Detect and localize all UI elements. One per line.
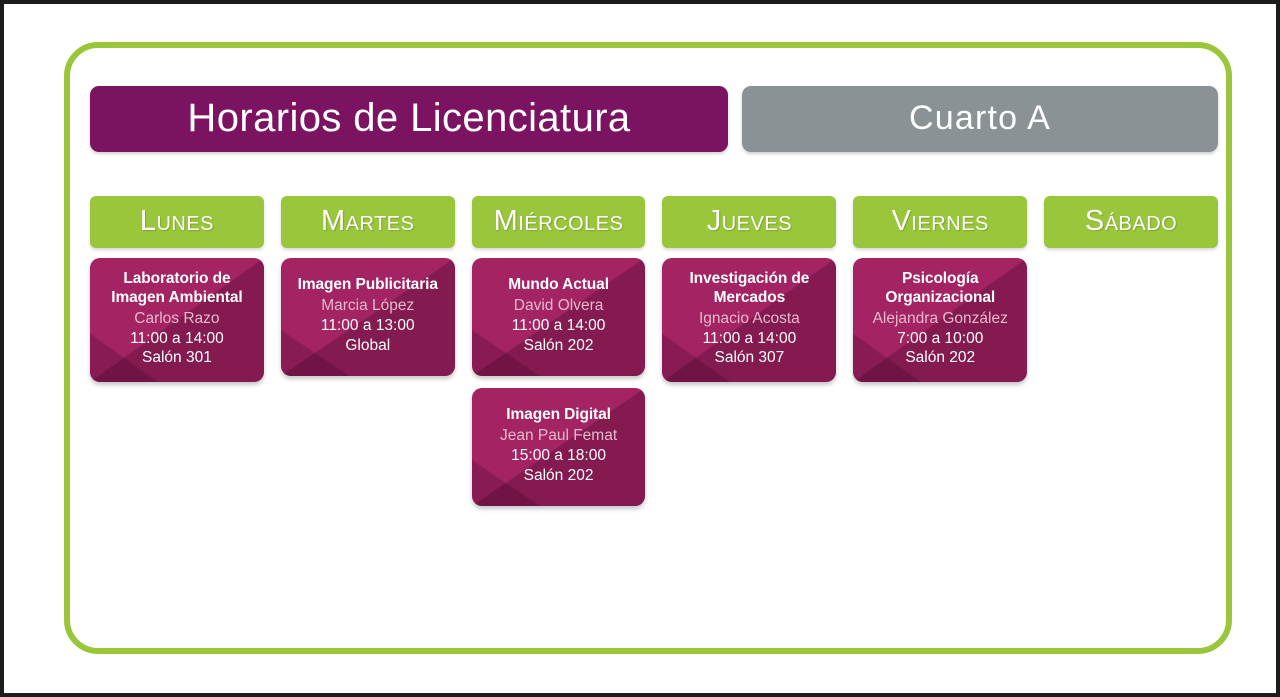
- class-room: Salón 202: [523, 336, 594, 354]
- day-column-sabado: Sábado: [1044, 196, 1218, 626]
- day-label: Lunes: [139, 204, 215, 237]
- class-room: Salón 202: [905, 349, 976, 367]
- page-title-pill: Horarios de Licenciatura: [90, 86, 728, 152]
- class-title: Mundo Actual: [508, 276, 609, 294]
- room-badge: Cuarto A: [742, 86, 1218, 152]
- class-title: Imagen Digital: [506, 406, 611, 424]
- day-header-jueves[interactable]: Jueves: [662, 196, 837, 248]
- class-title: Imagen Publicitaria: [297, 276, 438, 294]
- class-teacher: David Olvera: [513, 297, 604, 315]
- day-label: Miércoles: [493, 204, 624, 237]
- class-room: Global: [345, 336, 391, 354]
- day-label: Martes: [321, 204, 415, 237]
- class-time: 15:00 a 18:00: [511, 447, 606, 465]
- class-room: Salón 301: [142, 349, 212, 367]
- day-label: Sábado: [1084, 204, 1178, 237]
- class-teacher: Alejandra González: [872, 309, 1008, 327]
- class-time: 11:00 a 14:00: [130, 329, 224, 347]
- room-label: Cuarto A: [909, 98, 1051, 137]
- header-row: Horarios de Licenciatura Cuarto A: [90, 86, 1218, 152]
- day-header-miercoles[interactable]: Miércoles: [471, 196, 646, 248]
- class-time: 11:00 a 14:00: [511, 317, 606, 335]
- class-title: Psicología Organizacional: [885, 270, 996, 306]
- day-label: Jueves: [706, 204, 793, 237]
- class-title: Laboratorio de Imagen Ambiental: [111, 270, 243, 306]
- day-label: Viernes: [891, 204, 989, 237]
- class-teacher: Ignacio Acosta: [698, 309, 800, 327]
- class-title: Investigación de Mercados: [689, 270, 810, 306]
- class-teacher: Jean Paul Femat: [499, 427, 618, 445]
- class-room: Salón 307: [714, 349, 785, 367]
- class-time: 7:00 a 10:00: [897, 329, 984, 347]
- day-header-martes[interactable]: Martes: [280, 196, 455, 248]
- class-time: 11:00 a 14:00: [702, 329, 797, 347]
- day-header-sabado[interactable]: Sábado: [1044, 196, 1218, 248]
- day-header-viernes[interactable]: Viernes: [853, 196, 1028, 248]
- class-teacher: Carlos Razo: [134, 309, 220, 327]
- class-room: Salón 202: [523, 466, 594, 484]
- class-time: 11:00 a 13:00: [320, 317, 415, 335]
- day-header-lunes[interactable]: Lunes: [90, 196, 264, 248]
- page-title: Horarios de Licenciatura: [187, 95, 631, 140]
- class-teacher: Marcia López: [321, 297, 415, 315]
